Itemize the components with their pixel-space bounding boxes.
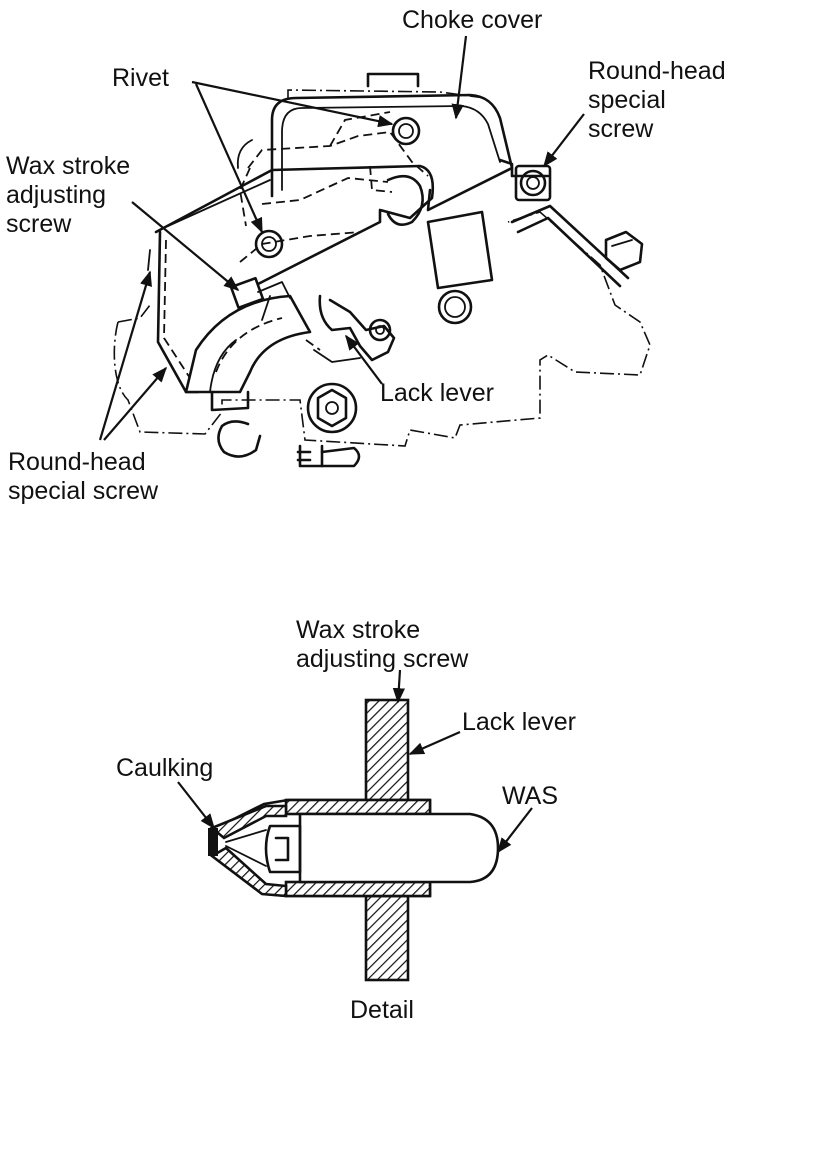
- label-was: WAS: [502, 782, 559, 810]
- top-leaders: [98, 35, 585, 441]
- choke-housing: [154, 164, 435, 292]
- carburetor-body-outline: [113, 211, 651, 447]
- label-detail: Detail: [350, 996, 414, 1024]
- right-block: [426, 210, 494, 290]
- label-caulking: Caulking: [116, 754, 214, 782]
- lower-middle-boss: [437, 289, 473, 325]
- lack-lever-plate-lower: [364, 894, 410, 982]
- wax-sector: [184, 294, 312, 394]
- rivet-lower: [254, 229, 284, 259]
- choke-cover-plate: [270, 93, 514, 212]
- throttle-rod: [510, 204, 630, 280]
- label-choke-cover: Choke cover: [402, 6, 543, 34]
- choke-assembly-drawing: [113, 72, 651, 468]
- label-lack-lever: Lack lever: [380, 379, 494, 407]
- center-nut-outer: [306, 382, 358, 434]
- caulking-tip: [209, 804, 288, 840]
- was-capsule: [298, 812, 500, 884]
- label-roundhead-screw-bottom: Round-head special screw: [8, 448, 159, 505]
- detail-drawing: [208, 698, 500, 982]
- roundhead-screw-right-bracket: [514, 164, 552, 202]
- hidden-lever-outline: [247, 131, 429, 177]
- label-lack-lever-detail: Lack lever: [462, 708, 576, 736]
- label-roundhead-screw-right: Round-head special screw: [588, 57, 726, 143]
- label-wax-stroke-detail: Wax stroke adjusting screw: [296, 616, 469, 673]
- label-wax-stroke-screw: Wax stroke adjusting screw: [6, 152, 131, 238]
- rivet-upper: [391, 116, 421, 146]
- hex-nut: [604, 230, 644, 272]
- roundhead-screw-right: [519, 169, 547, 197]
- adjusting-screw-head: [264, 824, 302, 874]
- detail-leaders: [177, 669, 533, 854]
- spring-hook: [217, 420, 262, 458]
- lack-lever-plate-upper: [364, 698, 410, 806]
- lack-lever-arm: [318, 294, 396, 362]
- label-rivet: Rivet: [112, 64, 169, 92]
- top-tab: [366, 72, 420, 88]
